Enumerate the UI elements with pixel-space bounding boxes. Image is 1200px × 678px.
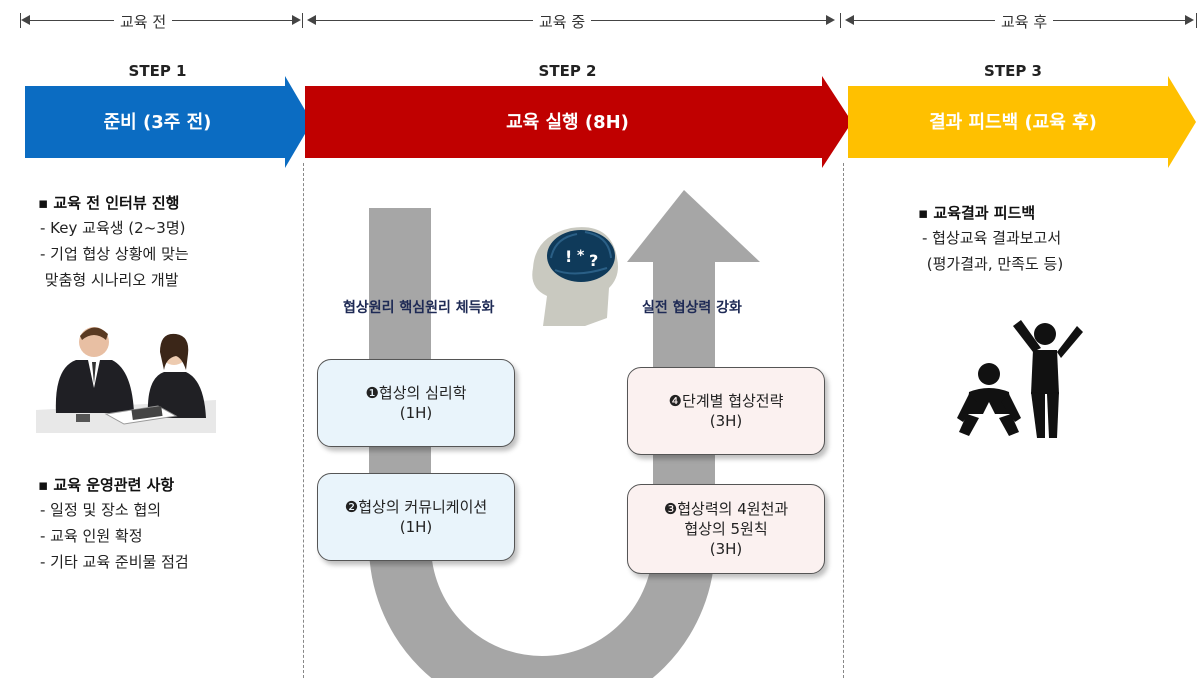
feedback-line-2: (평가결과, 만족도 등) [922,252,1063,276]
module-box-3: ❸협상력의 4원천과 협상의 5원칙 (3H) [627,484,825,574]
operation-line-3: - 기타 교육 준비물 점검 [40,550,189,574]
module-4-hours: (3H) [710,411,743,431]
operation-line-2: - 교육 인원 확정 [40,524,143,548]
step-title-2: 교육 실행 (8H) [305,108,830,134]
phase-label-during: 교육 중 [533,11,591,32]
module-1-title: ❶협상의 심리학 [365,383,466,403]
phase-divider [1196,13,1197,28]
meeting-photo [36,318,216,433]
module-3-title: ❸협상력의 4원천과 [664,499,788,519]
phase-divider [840,13,841,28]
module-1-hours: (1H) [400,403,433,423]
module-2-hours: (1H) [400,517,433,537]
module-3-hours: (3H) [710,539,743,559]
module-box-4: ❹단계별 협상전략 (3H) [627,367,825,455]
arrow-right-icon [1185,15,1194,25]
interview-line-2: - 기업 협상 상황에 맞는 [40,242,189,266]
svg-text:*: * [577,248,585,264]
caption-left: 협상원리 핵심원리 체득화 [343,297,494,317]
module-box-1: ❶협상의 심리학 (1H) [317,359,515,447]
feedback-line-1: - 협상교육 결과보고서 [922,226,1061,250]
interview-line-1: - Key 교육생 (2~3명) [40,216,185,240]
section-title-feedback: ▪ 교육결과 피드백 [918,202,1035,223]
step-title-1: 준비 (3주 전) [25,108,290,134]
module-box-2: ❷협상의 커뮤니케이션 (1H) [317,473,515,561]
section-title-operation: ▪ 교육 운영관련 사항 [38,474,174,495]
operation-line-1: - 일정 및 장소 협의 [40,498,161,522]
step-title-3: 결과 피드백 (교육 후) [848,108,1178,134]
module-4-title: ❹단계별 협상전략 [669,391,784,411]
caption-right: 실전 협상력 강화 [642,297,742,317]
phase-label-after: 교육 후 [995,11,1053,32]
interview-line-3: 맞춤형 시나리오 개발 [40,268,179,292]
arrow-right-icon [826,15,835,25]
phase-label-before: 교육 전 [114,11,172,32]
module-2-title: ❷협상의 커뮤니케이션 [345,497,487,517]
cheering-people-icon [955,318,1085,443]
svg-text:!: ! [565,247,572,266]
module-3-title-2: 협상의 5원칙 [684,519,767,539]
brain-head-icon: ! * ? [525,222,625,326]
arrow-right-icon [292,15,301,25]
phase-divider [302,13,303,28]
section-title-interview: ▪ 교육 전 인터뷰 진행 [38,192,179,213]
svg-text:?: ? [589,251,598,270]
